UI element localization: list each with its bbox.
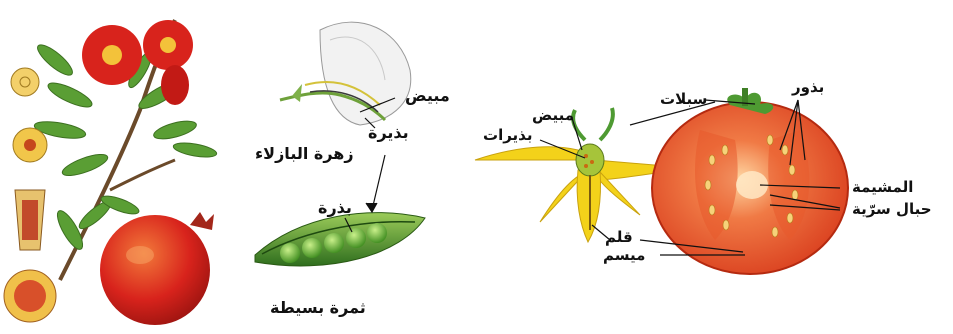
pomegranate-plate [4, 20, 218, 325]
pea-pod-illustration [255, 213, 425, 266]
pea-flower-illustration [280, 22, 411, 125]
pea-ovule-label: بذيرة [368, 125, 409, 141]
tomato-ovules-label: بذيرات [483, 128, 532, 143]
pea-ovary-label: مبيض [405, 88, 450, 104]
tomato-seeds-label: بذور [792, 80, 824, 95]
tomato-cross-section [652, 88, 848, 274]
tomato-funiculi-label: حبال سرّية [852, 202, 932, 217]
tomato-stigma-label: ميسم [603, 248, 645, 263]
pea-seed-label: بذرة [318, 200, 352, 216]
tomato-ovary-label: مبيض [532, 108, 574, 123]
tomato-sepals-label: سبلات [660, 92, 707, 107]
pea-fruit-label: ثمرة بسيطة [270, 300, 366, 316]
tomato-style-label: قلم [605, 230, 633, 245]
pomegranate-fruit [100, 212, 214, 325]
pomegranate-flower [82, 20, 193, 105]
pomegranate-details [4, 68, 56, 322]
tomato-placenta-label: المشيمة [852, 180, 913, 195]
pea-flower-label: زهرة البازلاء [255, 146, 354, 162]
